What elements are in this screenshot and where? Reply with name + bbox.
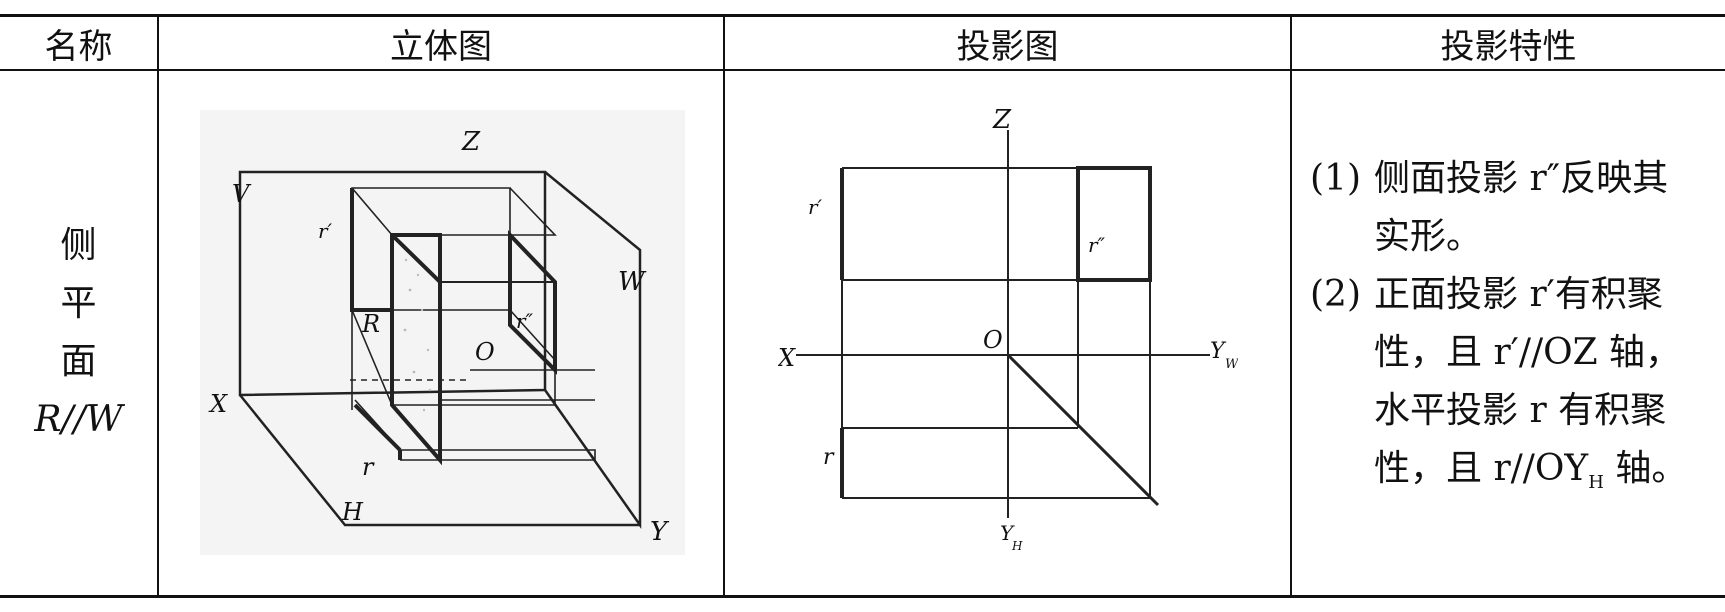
header-solid-view: 立体图 <box>390 26 492 67</box>
surface-name: 侧 平 面 R//W <box>0 71 157 595</box>
property-line: 侧面投影 r″反映其 <box>1374 158 1669 199</box>
header-properties: 投影特性 <box>1440 26 1577 67</box>
header-name: 名称 <box>44 26 113 67</box>
label-r-prime: r′ <box>318 219 333 243</box>
property-number: (1) <box>1310 158 1361 199</box>
figure-background <box>200 110 685 555</box>
property-line: 正面投影 r′有积聚 <box>1374 274 1663 315</box>
header-projection: 投影图 <box>956 26 1059 67</box>
proj-label-z: Z <box>992 108 1012 135</box>
name-char: 侧 <box>60 225 97 266</box>
column-divider <box>1290 15 1292 596</box>
property-item: (2) 正面投影 r′有积聚 性，且 r′//OZ 轴， 水平投影 r 有积聚 … <box>1310 266 1720 512</box>
label-r-double-prime: r″ <box>516 309 534 333</box>
label-r: r <box>362 453 375 481</box>
label-h: H <box>341 498 364 526</box>
property-line-end: 轴。 <box>1603 448 1688 489</box>
property-item: (1) 侧面投影 r″反映其 实形。 <box>1310 150 1720 266</box>
proj-label-yh: Y <box>1000 521 1015 545</box>
column-divider <box>723 15 725 596</box>
property-line: 实形。 <box>1374 216 1483 257</box>
label-x: X <box>208 390 228 418</box>
proj-label-yw: Y <box>1210 339 1227 364</box>
proj-label-r-prime: r′ <box>808 195 823 219</box>
solid-view-diagram: Z V r′ W R r″ O X r H Y <box>200 110 685 555</box>
label-z: Z <box>461 127 481 157</box>
name-char: 平 <box>60 283 97 324</box>
projection-diagram: Z r′ r″ O X Y W r Y H <box>778 108 1238 553</box>
property-line: 性，且 r′//OZ 轴， <box>1374 332 1682 373</box>
table-top-rule <box>0 14 1725 17</box>
proj-label-o: O <box>983 326 1003 354</box>
property-line: 水平投影 r 有积聚 <box>1374 390 1667 431</box>
projection-properties: (1) 侧面投影 r″反映其 实形。 (2) 正面投影 r′有积聚 性，且 r′… <box>1310 150 1720 512</box>
column-divider <box>157 15 159 596</box>
h-plane <box>239 394 640 527</box>
property-number: (2) <box>1310 274 1361 315</box>
label-y: Y <box>650 517 670 547</box>
label-o: O <box>475 338 495 366</box>
proj-label-r: r <box>823 445 835 470</box>
table-bottom-rule <box>0 595 1725 598</box>
subscript-h: H <box>1588 472 1604 494</box>
name-char: 面 <box>60 341 97 382</box>
label-r-surface: R <box>361 310 380 338</box>
proj-label-yw-sub: W <box>1225 357 1238 372</box>
proj-label-x: X <box>778 344 796 372</box>
proj-label-yh-sub: H <box>1011 539 1023 553</box>
name-notation: R//W <box>34 399 123 440</box>
label-v: V <box>232 180 252 208</box>
table-header-rule <box>0 69 1725 71</box>
property-line-text: 性，且 r//OY <box>1374 448 1589 489</box>
property-line: 性，且 r//OYH 轴。 <box>1374 440 1720 512</box>
label-w: W <box>618 267 647 297</box>
proj-label-r-double-prime: r″ <box>1088 233 1106 257</box>
